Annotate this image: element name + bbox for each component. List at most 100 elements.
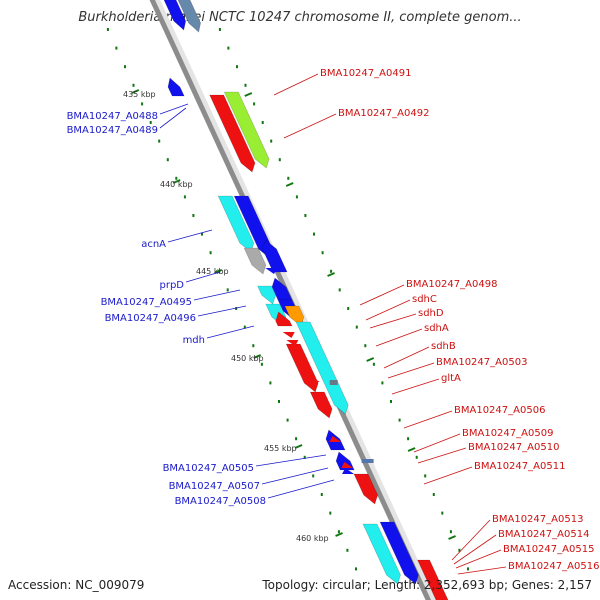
kbp-label: 445 kbp: [196, 267, 229, 276]
tick-dot-left: [115, 46, 118, 50]
gene-label-right: BMA10247_A0516: [508, 561, 599, 572]
gene-label-left: BMA10247_A0488: [67, 111, 158, 122]
tick-dot-right: [338, 288, 341, 292]
gene-label-right: sdhC: [412, 294, 437, 305]
gene-block-prpd: [243, 247, 267, 275]
gene-labels: BMA10247_A0488BMA10247_A0489acnAprpDBMA1…: [67, 68, 599, 575]
gene-arrow: [265, 268, 278, 274]
gene-label-right: sdhD: [418, 308, 444, 319]
tick-dot-left: [286, 418, 289, 422]
tick-dot-right: [313, 232, 315, 236]
tick-dot-left: [149, 121, 152, 124]
label-leader-right: [417, 447, 467, 464]
tick-major-left: [214, 269, 222, 274]
gene-label-right: BMA10247_A0491: [320, 68, 411, 79]
tick-dot-left: [183, 195, 186, 199]
tick-dot-right: [364, 344, 367, 348]
gene-block-top: [177, 0, 201, 33]
label-leader-right: [359, 284, 405, 306]
tick-dot-left: [158, 139, 161, 143]
kbp-label: 455 kbp: [264, 444, 297, 453]
tick-dot-left: [337, 530, 340, 534]
gene-marker: [329, 380, 338, 385]
gene-arrow-a0509: [341, 462, 354, 468]
gene-block: [262, 239, 288, 273]
gene-label-left: BMA10247_A0495: [101, 297, 192, 308]
tick-dot-right: [424, 474, 427, 478]
gene-block: [275, 311, 293, 327]
gene-label-right: sdhB: [431, 341, 456, 352]
gene-block-acna: [217, 195, 255, 253]
gene-label-right: BMA10247_A0492: [338, 108, 429, 119]
tick-dot-left: [175, 176, 178, 180]
gene-label-left: BMA10247_A0507: [169, 481, 260, 492]
label-leader-right: [391, 378, 440, 395]
gene-label-right: BMA10247_A0514: [498, 529, 589, 540]
topology-text: Topology: circular; Length: 2,352,693 bp…: [262, 578, 592, 592]
tick-major-left: [294, 444, 303, 449]
label-leader-left: [159, 107, 187, 129]
tick-dot-right: [270, 139, 273, 143]
gene-block-a0492: [209, 94, 256, 173]
gene-marker-a0510: [361, 459, 374, 463]
gene-label-right: BMA10247_A0498: [406, 279, 497, 290]
tick-dot-left: [166, 158, 169, 162]
tick-dot-right: [390, 400, 392, 403]
tick-dot-right: [381, 381, 384, 385]
tick-dot-left: [346, 548, 349, 552]
tick-major-left: [172, 179, 181, 184]
gene-block-top: [163, 0, 187, 31]
label-leader-left: [267, 479, 335, 499]
gene-arrow-a0508: [342, 468, 354, 474]
tick-dot-right: [449, 530, 452, 534]
label-leader-right: [455, 549, 502, 569]
gene-label-right: BMA10247_A0503: [436, 357, 527, 368]
gene-block-bottom: [362, 523, 401, 585]
label-leader-right: [369, 313, 417, 329]
gene-block-bottom: [379, 521, 419, 585]
gene-label-left: BMA10247_A0508: [175, 496, 266, 507]
tick-dot-right: [295, 195, 298, 199]
gene-features: [163, 0, 449, 600]
label-leader-right: [423, 466, 473, 485]
gene-block-glta: [309, 391, 333, 419]
tick-dot-left: [295, 437, 298, 441]
tick-major-right: [407, 447, 416, 452]
gene-arrow-a0506: [329, 436, 342, 442]
tick-dot-left: [132, 83, 135, 87]
accession-text: Accession: NC_009079: [8, 578, 145, 592]
tick-dot-left: [106, 28, 109, 31]
tick-dot-left: [252, 344, 255, 348]
kbp-label: 435 kbp: [123, 90, 156, 99]
gene-block-sdha: [295, 321, 349, 415]
gene-arrow: [307, 376, 320, 382]
tick-dot-right: [244, 83, 247, 87]
tick-dot-left: [235, 307, 238, 310]
label-leader-left: [167, 229, 213, 243]
gene-block-bottom: [417, 559, 449, 600]
gene-block-a0495: [257, 285, 277, 305]
label-leader-left: [206, 325, 255, 339]
gene-label-right: BMA10247_A0506: [454, 405, 545, 416]
label-leader-right: [457, 566, 507, 575]
tick-dot-right: [287, 176, 290, 180]
label-leader-left: [255, 454, 327, 467]
tick-major-right: [327, 272, 335, 277]
tick-dot-left: [192, 214, 195, 217]
gene-block-a0488: [167, 77, 185, 97]
gene-label-left: BMA10247_A0489: [67, 125, 158, 136]
tick-major-right: [244, 92, 253, 97]
gene-label-right: BMA10247_A0515: [503, 544, 594, 555]
tick-dot-left: [355, 567, 357, 571]
tick-dot-right: [398, 418, 401, 422]
tick-dot-right: [441, 511, 444, 515]
tick-dot-right: [347, 307, 350, 310]
kbp-label: 450 kbp: [231, 354, 264, 363]
tick-dot-left: [303, 455, 306, 459]
tick-dot-right: [218, 28, 221, 31]
label-leader-right: [403, 410, 453, 429]
tick-dot-right: [355, 325, 358, 329]
